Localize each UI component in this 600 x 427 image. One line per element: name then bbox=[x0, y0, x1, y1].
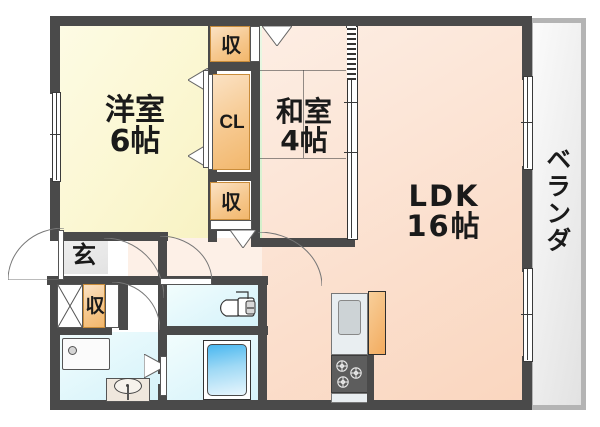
wall-outer-top bbox=[50, 16, 532, 26]
wall-japanese-bottom bbox=[251, 238, 355, 247]
label-japanese-room: 和室 4帖 bbox=[258, 86, 350, 168]
label-western-room: 洋室 6帖 bbox=[84, 84, 186, 170]
label-genkan: 玄 bbox=[60, 236, 108, 274]
sliding-door-track bbox=[351, 26, 352, 238]
sliding-door-hatch bbox=[347, 26, 356, 80]
closet-cl[interactable]: CL bbox=[212, 74, 250, 170]
wall-closet-div-2 bbox=[208, 172, 260, 181]
label-japanese-room-line2: 4帖 bbox=[280, 124, 328, 157]
wall-outer-left-b bbox=[50, 178, 60, 238]
window-western-left-inner bbox=[56, 92, 57, 180]
wall-western-bottom bbox=[50, 232, 168, 241]
window-ldk-balcony-upper[interactable] bbox=[523, 76, 533, 170]
entrance-door-swing[interactable] bbox=[8, 228, 64, 280]
storage-top[interactable]: 収 bbox=[210, 26, 250, 62]
room-western bbox=[60, 24, 208, 242]
toilet-door-swing[interactable] bbox=[160, 236, 212, 282]
bath-door-marker bbox=[144, 354, 166, 378]
gas-stove-burners-icon bbox=[336, 360, 362, 388]
wall-outer-right-a bbox=[522, 16, 532, 80]
vanity-drain-dot bbox=[126, 384, 129, 387]
wall-outer-right-b bbox=[522, 166, 532, 272]
closet-bottom-door[interactable] bbox=[210, 220, 252, 230]
western-room-door-swing[interactable] bbox=[104, 238, 164, 298]
label-balcony-text: ベランダ bbox=[542, 146, 572, 254]
wall-ldk-left bbox=[258, 276, 267, 406]
wall-outer-bottom-r bbox=[258, 400, 532, 410]
label-genkan-text: 玄 bbox=[72, 240, 96, 269]
washroom-door-swing[interactable] bbox=[112, 282, 160, 330]
label-ldk: LDK 16帖 bbox=[386, 176, 502, 248]
wall-bath-left bbox=[158, 334, 167, 374]
sliding-door-arrow-bottom bbox=[344, 152, 358, 153]
wall-outer-left-c bbox=[50, 276, 60, 410]
wall-hall-bottom bbox=[47, 276, 168, 285]
vanity-faucet bbox=[127, 386, 129, 400]
window-ldk-balcony-lower[interactable] bbox=[523, 268, 533, 362]
sliding-door-arrow-top bbox=[344, 102, 358, 103]
toilet-door-leaf[interactable] bbox=[160, 278, 212, 285]
bathtub-basin bbox=[207, 344, 247, 396]
shoe-box-right[interactable] bbox=[105, 284, 119, 328]
wall-washroom-top bbox=[50, 326, 112, 335]
genkan-tile bbox=[60, 236, 108, 274]
label-western-room-line1: 洋室 bbox=[105, 93, 165, 129]
kitchen-divider-wall bbox=[367, 355, 374, 403]
window-ldk-balcony-lower-inner bbox=[527, 268, 528, 360]
wall-closet-right bbox=[251, 16, 260, 246]
kitchen-sink-basin bbox=[338, 300, 361, 335]
toilet-fixture bbox=[220, 291, 256, 317]
window-ldk-balcony-upper-inner bbox=[527, 76, 528, 168]
wall-outer-left bbox=[50, 16, 60, 94]
wall-closet-div-1 bbox=[208, 62, 260, 71]
label-ldk-line1: LDK bbox=[408, 179, 480, 214]
shoe-storage-label: 収 bbox=[85, 295, 105, 318]
kitchen-counter-bottom-edge bbox=[331, 393, 368, 403]
storage-bottom-label: 収 bbox=[221, 189, 241, 214]
wall-toilet-bottom bbox=[158, 326, 268, 335]
label-japanese-room-line1: 和室 bbox=[275, 95, 332, 129]
window-western-left-mullion bbox=[50, 134, 61, 135]
wall-outer-bottom bbox=[50, 400, 265, 410]
closet-top-door[interactable] bbox=[250, 26, 260, 62]
storage-bottom[interactable]: 収 bbox=[210, 182, 250, 220]
ldk-door-swing[interactable] bbox=[258, 232, 322, 286]
wall-japanese-right-top bbox=[346, 16, 355, 28]
washing-machine-drain bbox=[68, 346, 77, 355]
western-door-leaf[interactable] bbox=[203, 70, 209, 168]
shoe-box-x-icon bbox=[57, 284, 83, 328]
wall-shoe-right bbox=[119, 282, 128, 330]
storage-bottom-door-marker bbox=[230, 230, 256, 248]
bath-door-leaf[interactable] bbox=[160, 356, 167, 396]
room-ldk bbox=[262, 24, 524, 404]
entrance-door-leaf[interactable] bbox=[58, 230, 64, 280]
closet-cl-label: CL bbox=[219, 112, 245, 134]
storage-top-label: 収 bbox=[221, 32, 241, 57]
tatami-line-v1 bbox=[303, 70, 304, 158]
tall-cabinet bbox=[368, 291, 386, 355]
japanese-room-door-marker bbox=[262, 26, 292, 46]
wall-outer-right-c bbox=[522, 356, 532, 410]
shoe-storage[interactable]: 収 bbox=[83, 284, 105, 328]
label-balcony: ベランダ bbox=[528, 130, 586, 270]
wall-toilet-left bbox=[158, 276, 167, 330]
wall-corridor-right bbox=[158, 232, 167, 282]
label-ldk-line2: 16帖 bbox=[406, 209, 482, 243]
wall-toilet-top bbox=[158, 276, 268, 285]
label-western-room-line2: 6帖 bbox=[109, 124, 161, 159]
tatami-line-h2 bbox=[260, 158, 346, 159]
